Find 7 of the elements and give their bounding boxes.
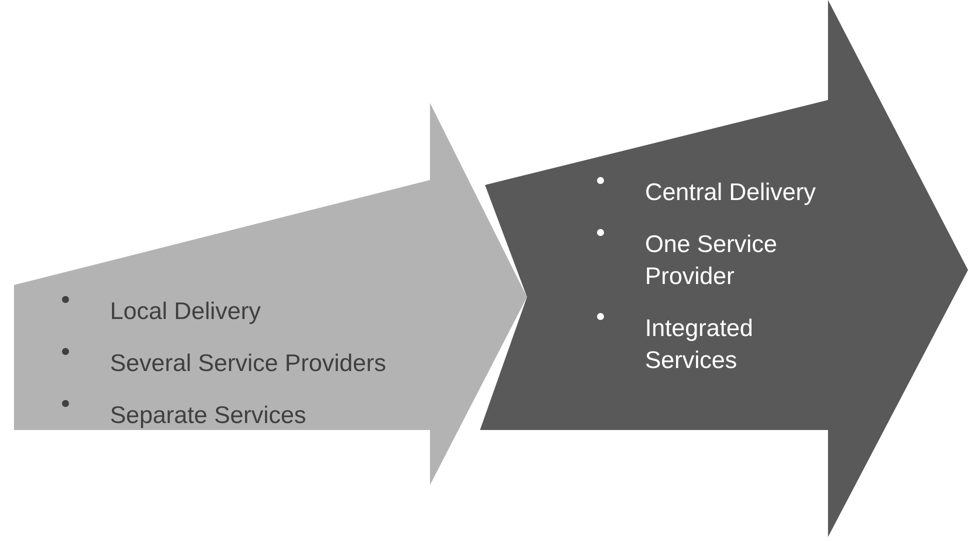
arrow-shape <box>14 103 528 486</box>
list-item-text: Local Delivery <box>110 298 261 325</box>
list-item-text: Separate Services <box>110 402 306 429</box>
list-item-text: One Service Provider <box>645 231 778 290</box>
list-item-text: Integrated Services <box>645 315 754 374</box>
list-item-text: Several Service Providers <box>110 350 386 377</box>
list-item-text: Central Delivery <box>645 179 816 206</box>
